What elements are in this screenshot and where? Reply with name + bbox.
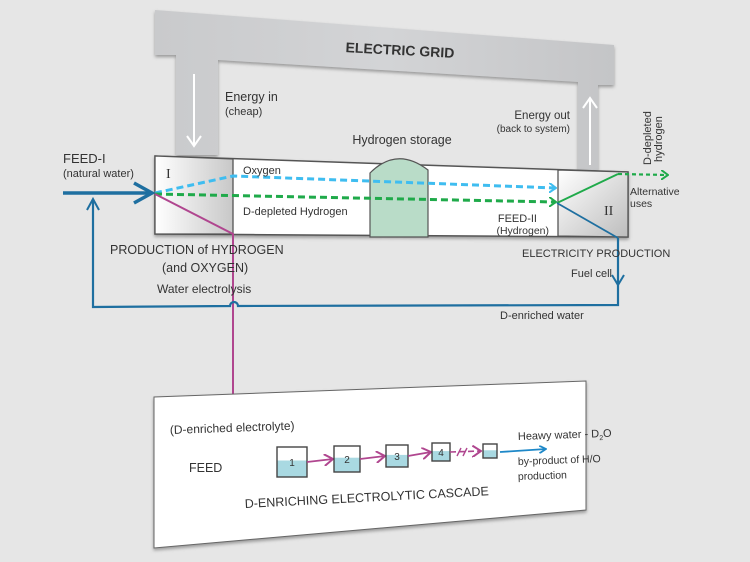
- water-return-arrow-icon: [86, 196, 100, 211]
- production-subtitle: (and OXYGEN): [162, 261, 248, 275]
- heavy-water-label: Heawy water - D2O: [518, 428, 613, 445]
- feed-i-note: (natural water): [63, 168, 134, 180]
- hydrogen-out-note: hydrogen: [653, 116, 665, 162]
- cascade-stage: 2: [333, 445, 361, 473]
- fuel-cell-label: Fuel cell: [571, 268, 612, 280]
- energy-out-arrow-icon: [582, 96, 598, 165]
- stage-liquid: [277, 460, 307, 477]
- energy-in-arrow-icon: [186, 74, 202, 148]
- stage-connector-broken: [449, 451, 481, 452]
- break-mark: [456, 447, 462, 457]
- hydrogen-storage-label: Hydrogen storage: [352, 133, 451, 147]
- grid-title: ELECTRIC GRID: [345, 39, 455, 61]
- byproduct-label: by-product of H/O: [518, 453, 601, 468]
- d-enriched-water-loop: [91, 200, 620, 309]
- energy-in-label: Energy in: [225, 90, 278, 104]
- fuel-cell-hydrogen-line: [556, 173, 619, 204]
- stage-label: 2: [344, 455, 350, 466]
- d-enriched-water-label: D-enriched water: [500, 310, 584, 322]
- stage-connector: [306, 459, 333, 462]
- feed2-label: FEED-II: [498, 213, 537, 225]
- electricity-title: ELECTRICITY PRODUCTION: [522, 248, 670, 260]
- stage-connector: [407, 452, 431, 456]
- production-process: Water electrolysis: [157, 282, 251, 296]
- cascade-stage: [482, 443, 498, 459]
- cell-ii-label: II: [604, 204, 614, 219]
- byproduct-note: production: [518, 469, 568, 483]
- feed-i-label: FEED-I: [63, 151, 106, 166]
- stage-liquid: [386, 454, 408, 467]
- energy-out-label: Energy out: [514, 110, 570, 122]
- feed-i-arrow-icon: [133, 181, 156, 205]
- stage-label: 1: [289, 458, 295, 469]
- cascade-stage: 3: [385, 444, 409, 468]
- hydrogen-out-label: D-depleted: [642, 111, 654, 165]
- oxygen-label: Oxygen: [243, 165, 281, 177]
- fuel-cell-down-arrow-icon: [611, 274, 625, 287]
- feed2-note: (Hydrogen): [496, 225, 549, 237]
- production-title: PRODUCTION of HYDROGEN: [110, 243, 284, 257]
- fuel-cell-water-line: [556, 202, 619, 239]
- cascade-stages: 1 2 3 4: [276, 442, 498, 478]
- energy-in-note: (cheap): [225, 106, 262, 118]
- stage-border: [482, 443, 498, 459]
- stage-liquid: [432, 451, 450, 461]
- electric-grid: ELECTRIC GRID: [155, 10, 614, 170]
- cell-i-label: I: [166, 167, 171, 182]
- heavy-water-stream: [499, 449, 546, 452]
- stage-connector: [359, 456, 385, 459]
- hydrogen-out-stream: [617, 174, 668, 175]
- electrolyte-label: (D-enriched electrolyte): [170, 419, 295, 437]
- cascade-feed-label: FEED: [189, 461, 222, 475]
- alternative-uses-note: uses: [630, 198, 652, 210]
- cascade-panel: [153, 380, 587, 549]
- stage-label: 3: [394, 452, 400, 463]
- stage-label: 4: [438, 448, 444, 459]
- alternative-uses-label: Alternative: [630, 186, 680, 198]
- oxygen-stream: [154, 174, 556, 195]
- energy-out-note: (back to system): [497, 124, 570, 135]
- cascade-stage: 1: [276, 446, 308, 478]
- stage-liquid: [483, 450, 497, 458]
- cascade-stage: 4: [431, 442, 451, 462]
- hydrogen-label: D-depleted Hydrogen: [243, 206, 348, 218]
- fuel-cell: [557, 169, 629, 238]
- hydrogen-stream: [154, 192, 556, 202]
- stage-liquid: [334, 457, 360, 472]
- break-mark: [462, 447, 468, 457]
